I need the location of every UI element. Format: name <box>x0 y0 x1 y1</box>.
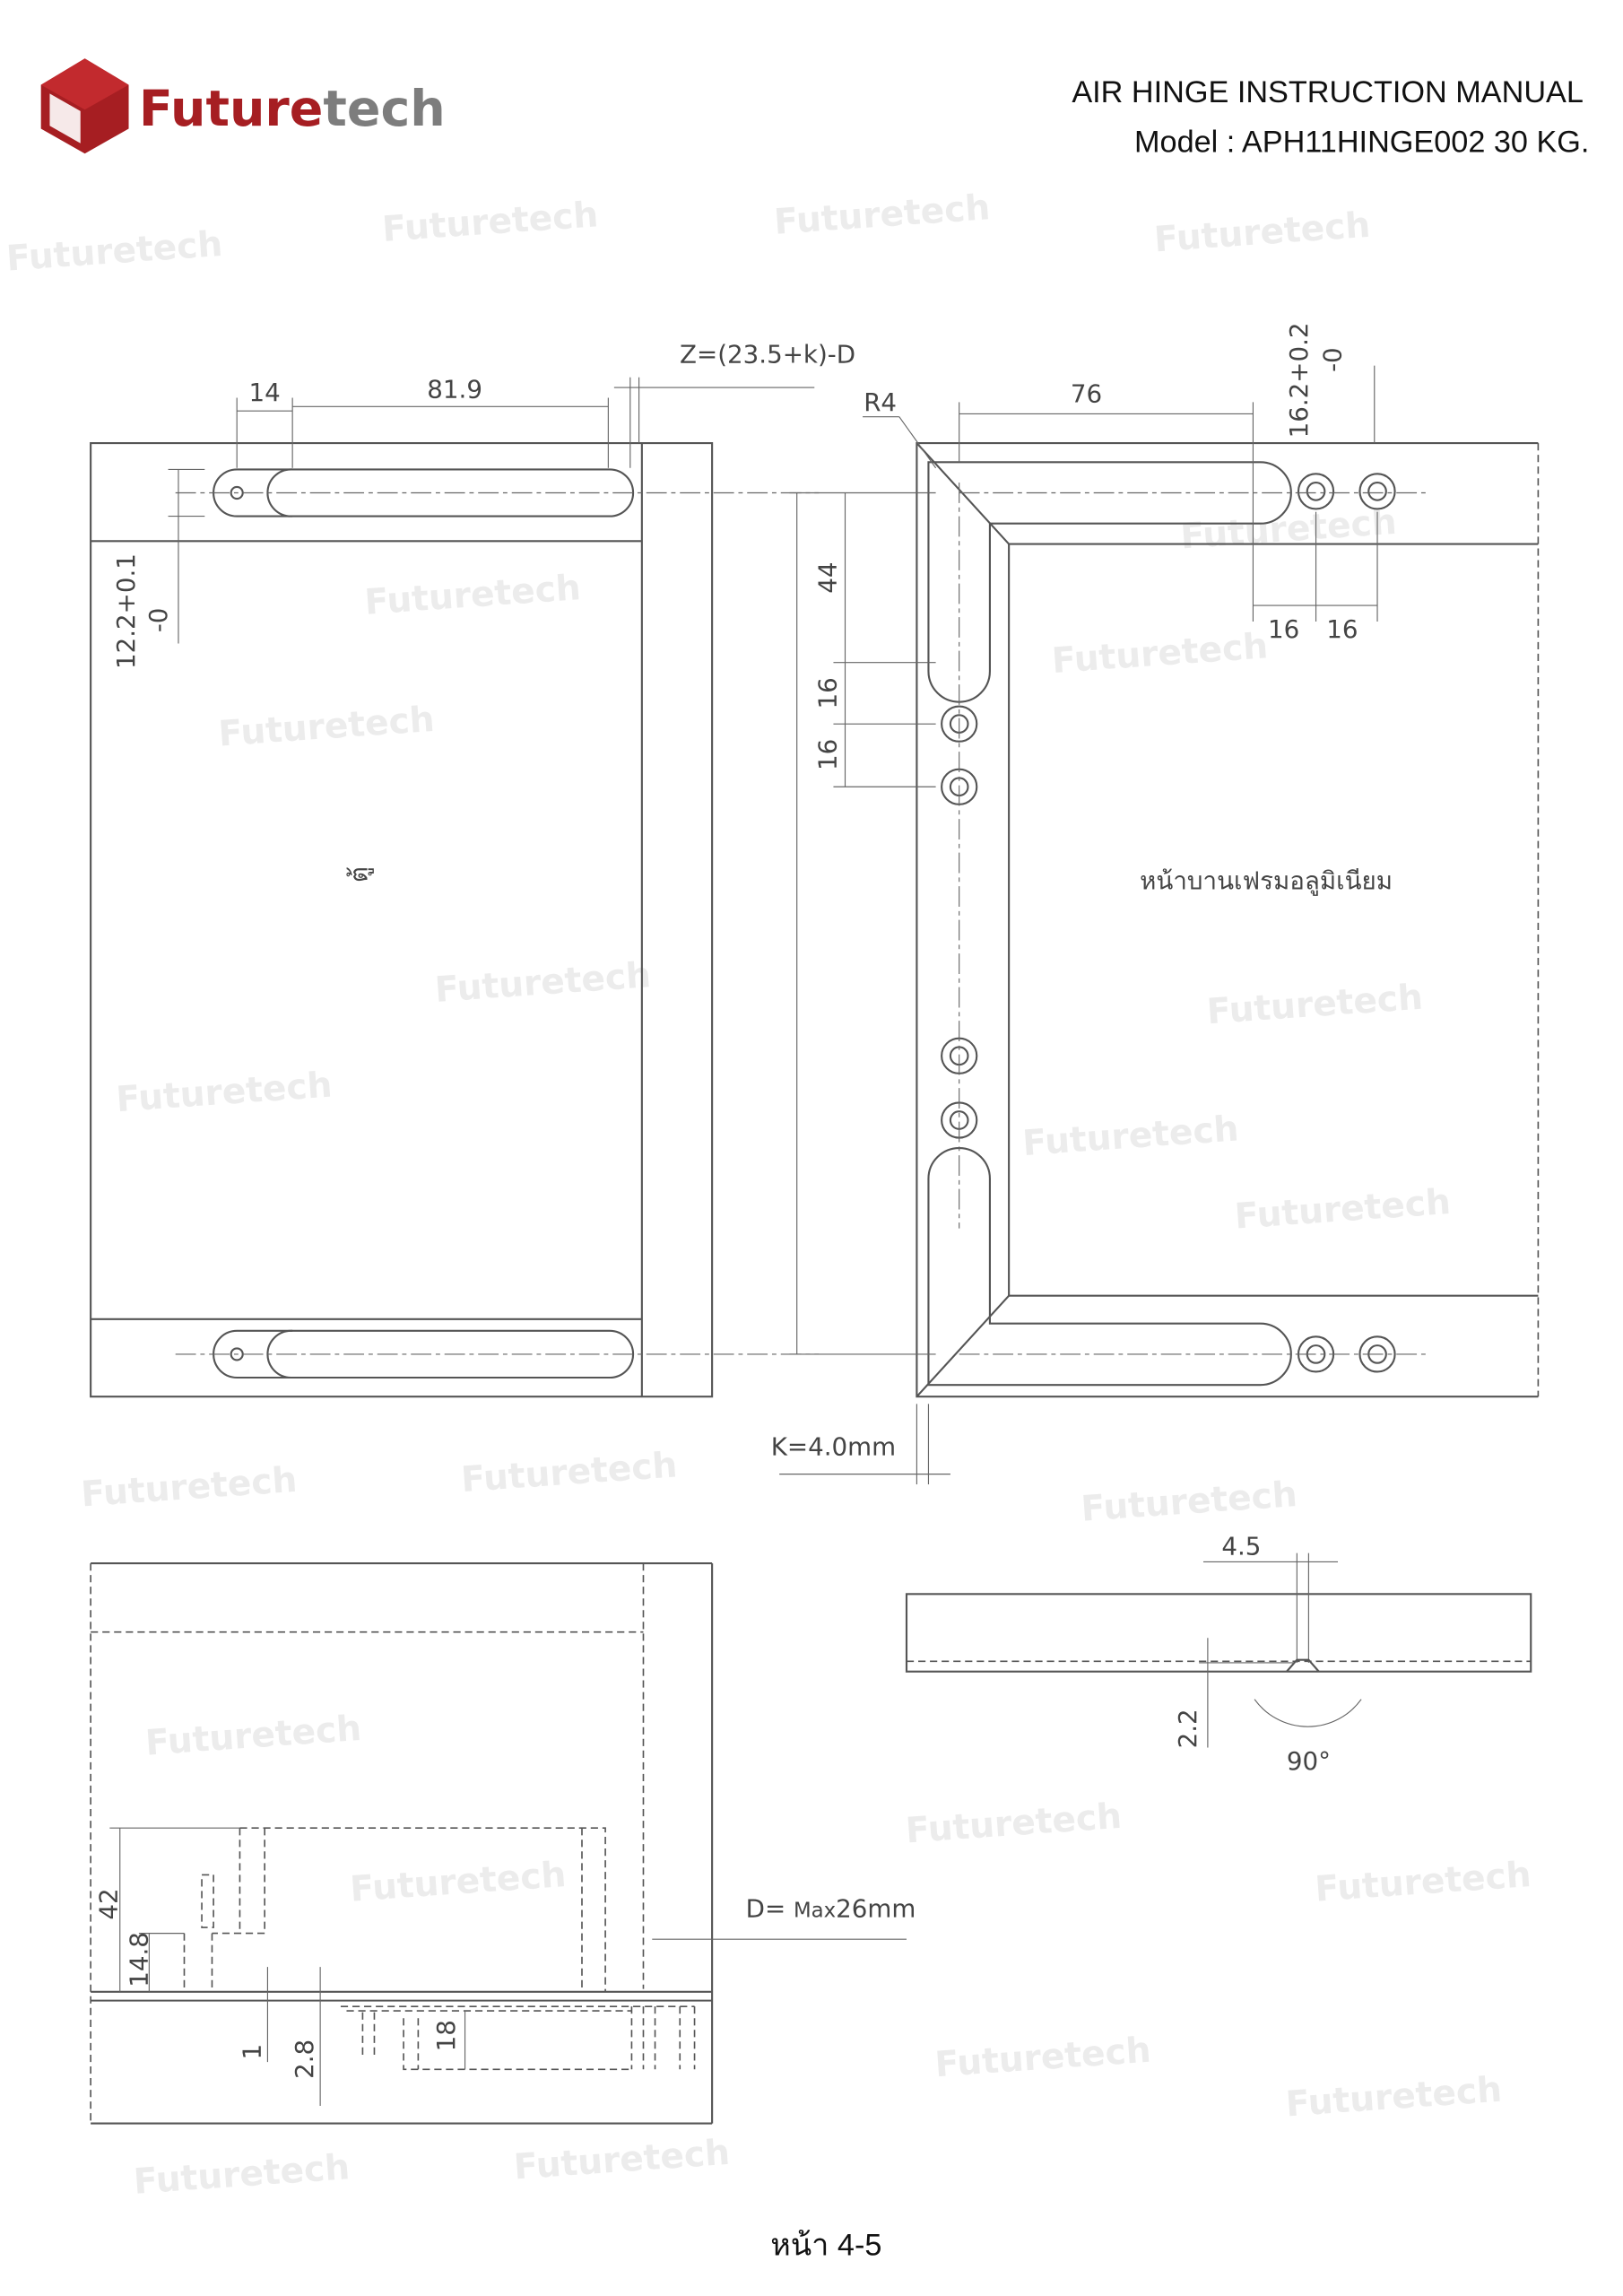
brand-name-tech: tech <box>323 81 445 138</box>
watermark: Futuretech <box>773 187 992 243</box>
watermark: Futuretech <box>363 568 582 623</box>
dim-18: 18 <box>431 2020 461 2051</box>
dim-81-9: 81.9 <box>427 375 482 404</box>
watermark: Futuretech <box>1021 1109 1240 1164</box>
label-cabinet: ตู้ <box>343 866 374 883</box>
dim-2-8: 2.8 <box>290 2039 319 2079</box>
dim-42: 42 <box>93 1888 123 1919</box>
cube-logo-icon <box>40 58 129 154</box>
watermark: Futuretech <box>133 2147 352 2203</box>
dim-16-vertical-a: 16 <box>813 677 843 709</box>
watermark: Futuretech <box>460 1445 679 1500</box>
watermark: Futuretech <box>5 224 224 280</box>
dim-90-degrees: 90° <box>1287 1746 1331 1776</box>
watermark: Futuretech <box>513 2133 732 2188</box>
watermark: Futuretech <box>1080 1474 1298 1530</box>
dim-r4: R4 <box>864 387 897 417</box>
brand-logo: Futuretech <box>40 58 446 154</box>
watermark: Futuretech <box>1179 502 1398 558</box>
dim-4-5: 4.5 <box>1221 1531 1261 1561</box>
label-door-frame: หน้าบานเฟรมอลูมิเนียม <box>1140 865 1393 896</box>
dim-k: K=4.0mm <box>771 1431 896 1461</box>
dim-2-2: 2.2 <box>1173 1709 1202 1748</box>
svg-text:Futuretech: Futuretech <box>139 81 446 138</box>
dim-z-formula: Z=(23.5+k)-D <box>680 339 855 369</box>
watermark: Futuretech <box>144 1709 363 1764</box>
dim-12-2: 12.2+0.1 <box>111 553 141 669</box>
watermark: Futuretech <box>434 955 653 1011</box>
watermark: Futuretech <box>905 1796 1124 1852</box>
watermark: Futuretech <box>1233 1182 1452 1238</box>
watermark: Futuretech <box>349 1855 568 1910</box>
page-number: หน้า 4-5 <box>770 2228 881 2262</box>
watermark: Futuretech <box>933 2031 1152 2086</box>
watermark: Futuretech <box>1314 1855 1532 1910</box>
watermark: Futuretech <box>1205 978 1424 1033</box>
dim-16-2-tolerance: -0 <box>1317 347 1347 372</box>
dim-16-vertical-b: 16 <box>813 739 843 770</box>
dim-44: 44 <box>813 561 843 593</box>
watermark: Futuretech <box>381 195 600 250</box>
countersink-detail: 4.5 2.2 90° <box>905 1531 1532 1776</box>
dim-16-horizontal-a: 16 <box>1268 614 1299 644</box>
dim-1: 1 <box>237 2044 266 2060</box>
document-title: AIR HINGE INSTRUCTION MANUAL <box>1072 75 1584 109</box>
dim-12-2-tolerance: -0 <box>143 608 173 633</box>
dim-76: 76 <box>1071 378 1102 408</box>
brand-name-future: Future <box>139 81 323 138</box>
cabinet-top-view: 14 81.9 Z=(23.5+k)-D 12.2+0.1 -0 ตู้ <box>90 339 855 1398</box>
dim-14-8: 14.8 <box>125 1932 154 1987</box>
watermark: Futuretech <box>115 1065 334 1120</box>
watermark: Futuretech <box>1051 626 1270 682</box>
watermark: Futuretech <box>80 1460 299 1516</box>
watermark: Futuretech <box>217 700 436 755</box>
model-number: Model : APH11HINGE002 30 KG. <box>1134 126 1589 160</box>
dim-d-max: D= Max26mm <box>746 1894 916 1924</box>
watermark: Futuretech <box>1284 2070 1503 2126</box>
dim-16-2: 16.2+0.2 <box>1284 322 1314 438</box>
cabinet-side-view: 42 14.8 1 2.8 18 D= Max26mm <box>90 1562 916 2125</box>
dim-14: 14 <box>249 378 281 407</box>
dim-16-horizontal-b: 16 <box>1326 614 1358 644</box>
door-frame-top-view: R4 76 16.2+0.2 -0 16 16 44 16 16 K=4.0mm… <box>771 322 1540 1485</box>
watermark: Futuretech <box>1153 205 1372 261</box>
